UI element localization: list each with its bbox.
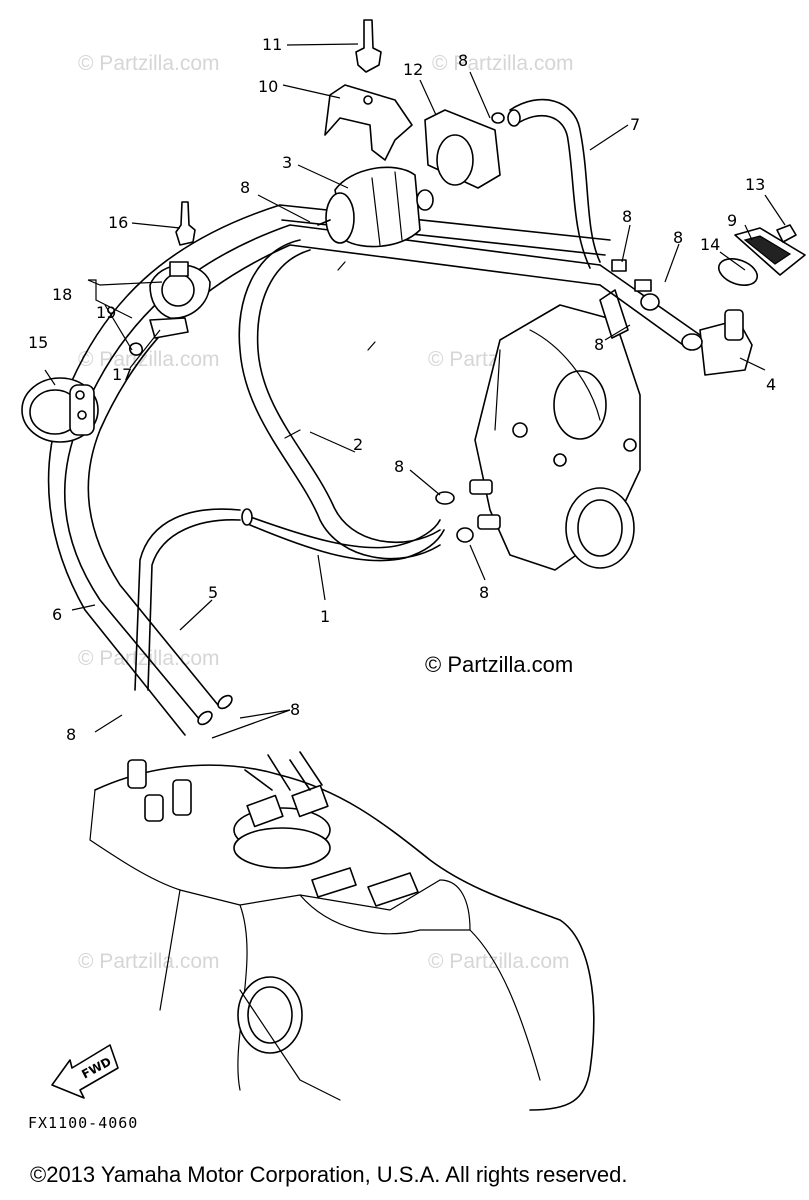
callout-13: 13	[745, 175, 765, 194]
hose-2	[238, 239, 441, 560]
watermark-text: © Partzilla.com	[428, 950, 570, 973]
strap-17-washer-19	[129, 317, 189, 356]
fastener-16	[175, 201, 196, 246]
callout-5: 5	[208, 583, 218, 602]
hose-1	[134, 508, 445, 691]
callout-8: 8	[394, 457, 404, 476]
center-watermark: © Partzilla.com	[425, 652, 573, 677]
callout-8: 8	[458, 51, 468, 70]
watermark-text: © Partzilla.com	[78, 52, 220, 75]
leader-lines	[44, 43, 786, 739]
callout-9: 9	[727, 211, 737, 230]
callout-15: 15	[28, 333, 48, 352]
callout-8: 8	[673, 228, 683, 247]
hose-7	[507, 98, 601, 269]
callout-14: 14	[700, 235, 720, 254]
callout-8: 8	[479, 583, 489, 602]
callout-4: 4	[766, 375, 776, 394]
callout-8: 8	[66, 725, 76, 744]
fastener-11	[355, 19, 382, 73]
callout-6: 6	[52, 605, 62, 624]
diagram-code: FX1100-4060	[28, 1114, 138, 1132]
carburetor	[474, 289, 641, 571]
callout-1: 1	[320, 607, 330, 626]
callout-16: 16	[108, 213, 128, 232]
grommet-15	[21, 377, 99, 443]
callout-8: 8	[240, 178, 250, 197]
carb-fittings	[435, 479, 501, 543]
fuel-filter-3	[317, 166, 434, 248]
fuel-cock-4	[599, 259, 753, 376]
callout-8: 8	[290, 700, 300, 719]
fuel-tank	[89, 751, 595, 1111]
callout-11: 11	[262, 35, 282, 54]
fwd-arrow-icon: FWD	[51, 1044, 119, 1099]
callout-3: 3	[282, 153, 292, 172]
watermark-text: © Partzilla.com	[78, 950, 220, 973]
callout-12: 12	[403, 60, 423, 79]
callout-19: 19	[96, 303, 116, 322]
bracket-10	[324, 84, 413, 161]
watermark-text: © Partzilla.com	[78, 348, 220, 371]
clamp-18	[149, 261, 211, 319]
callout-7: 7	[630, 115, 640, 134]
callout-labels: 11 10 12 8 3 8 7 13 9 14 8 8 8 4 16 18 1…	[28, 35, 776, 744]
callout-8: 8	[622, 207, 632, 226]
callout-2: 2	[353, 435, 363, 454]
bracket-12	[424, 109, 505, 189]
watermark-text: © Partzilla.com	[432, 52, 574, 75]
copyright-footer: ©2013 Yamaha Motor Corporation, U.S.A. A…	[30, 1162, 627, 1187]
callout-18: 18	[52, 285, 72, 304]
callout-17: 17	[112, 365, 132, 384]
callout-8: 8	[594, 335, 604, 354]
plate-9-gasket-14	[717, 224, 806, 286]
callout-10: 10	[258, 77, 278, 96]
